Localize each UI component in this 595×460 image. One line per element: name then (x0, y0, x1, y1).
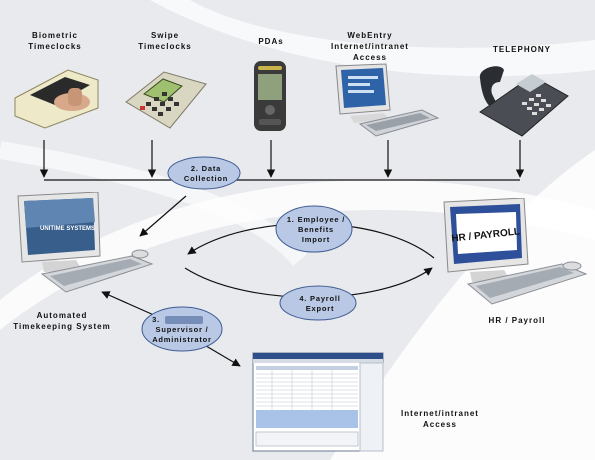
telephone-device (479, 66, 569, 137)
timekeeping-computer: UNITIME SYSTEMS (17, 192, 154, 293)
oval-payroll-export-line1: 4. Payroll (299, 294, 340, 303)
oval-data-collection: 2. Data Collection (167, 156, 241, 190)
oval-payroll-export: 4. Payroll Export (279, 285, 357, 321)
oval-payroll-export-line2: Export (306, 304, 335, 313)
oval-data-collection-line1: 2. Data (191, 164, 221, 173)
pda-device (254, 61, 286, 131)
swipe-timeclock-device (125, 71, 207, 129)
oval-supervisor-line1: 3. (152, 315, 160, 324)
biometric-timeclock-device (14, 69, 99, 129)
oval-employee-import-line3: Import (302, 235, 330, 244)
hr-payroll-computer: HR / PAYROLL (443, 198, 588, 305)
collection-to-ats (139, 195, 187, 237)
oval-supervisor: 3. Supervisor / Administrator (141, 306, 223, 352)
pdas-label: PDAs (258, 37, 284, 46)
ats-screen-brand: UNITIME SYSTEMS (40, 226, 95, 232)
web-access-screenshot (252, 352, 384, 452)
hr-payroll-label: HR / Payroll (488, 316, 546, 325)
oval-supervisor-line2: Supervisor / (156, 325, 209, 334)
oval-supervisor-line3: Administrator (152, 335, 212, 344)
supervisor-to-ats (101, 291, 157, 317)
oval-employee-import-line2: Benefits (298, 225, 334, 234)
oval-employee-import: 1. Employee / Benefits Import (275, 205, 353, 253)
telephony-label: TELEPHONY (493, 45, 551, 54)
oval-data-collection-line2: Collection (184, 174, 228, 183)
oval-employee-import-line1: 1. Employee / (287, 215, 345, 224)
webentry-computer (335, 63, 440, 137)
